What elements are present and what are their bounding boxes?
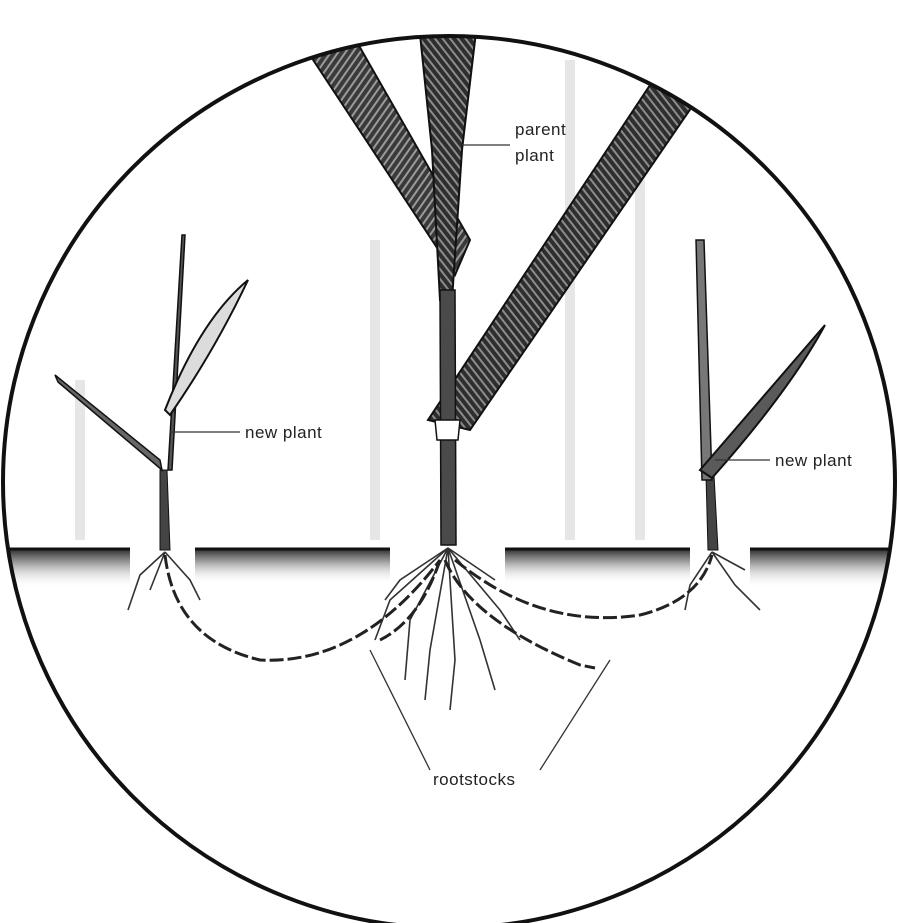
label-parent-line1: parent: [515, 120, 566, 139]
label-parent-line2: plant: [515, 146, 554, 165]
label-new-plant-left: new plant: [245, 423, 322, 442]
label-rootstocks: rootstocks: [433, 770, 515, 789]
label-new-plant-right: new plant: [775, 451, 852, 470]
